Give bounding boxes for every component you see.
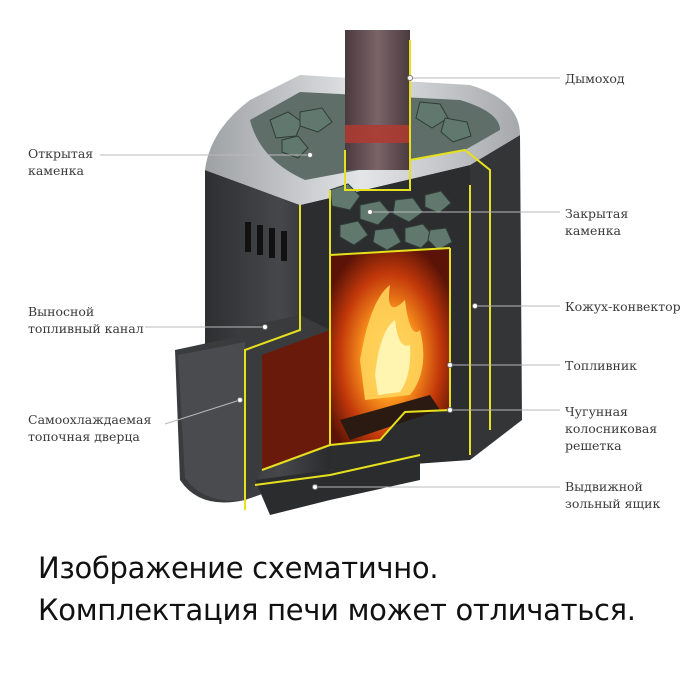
label-chimney: Дымоход xyxy=(565,71,625,86)
label-ash-box: Выдвижной зольный ящик xyxy=(565,479,661,511)
caption-line-2: Комплектация печи может отличаться. xyxy=(38,593,636,627)
label-convector: Кожух-конвектор xyxy=(565,299,681,314)
label-fuel-channel: Выносной топливный канал xyxy=(28,304,144,336)
firebox-door xyxy=(175,335,262,503)
leader-dots xyxy=(237,75,478,490)
ash-box xyxy=(255,455,420,515)
leader-lines xyxy=(100,77,560,488)
label-open-heater: Открытая каменка xyxy=(28,146,94,178)
stones xyxy=(269,101,472,251)
label-door: Самоохлаждаемая топочная дверца xyxy=(28,412,152,444)
firebox xyxy=(245,248,450,470)
caption-line-1: Изображение схематично. xyxy=(38,551,439,585)
label-closed-heater: Закрытая каменка xyxy=(565,206,629,238)
label-grate: Чугунная колосниковая решетка xyxy=(565,404,658,453)
chimney-pipe xyxy=(345,30,410,170)
label-firebox: Топливник xyxy=(565,358,637,373)
